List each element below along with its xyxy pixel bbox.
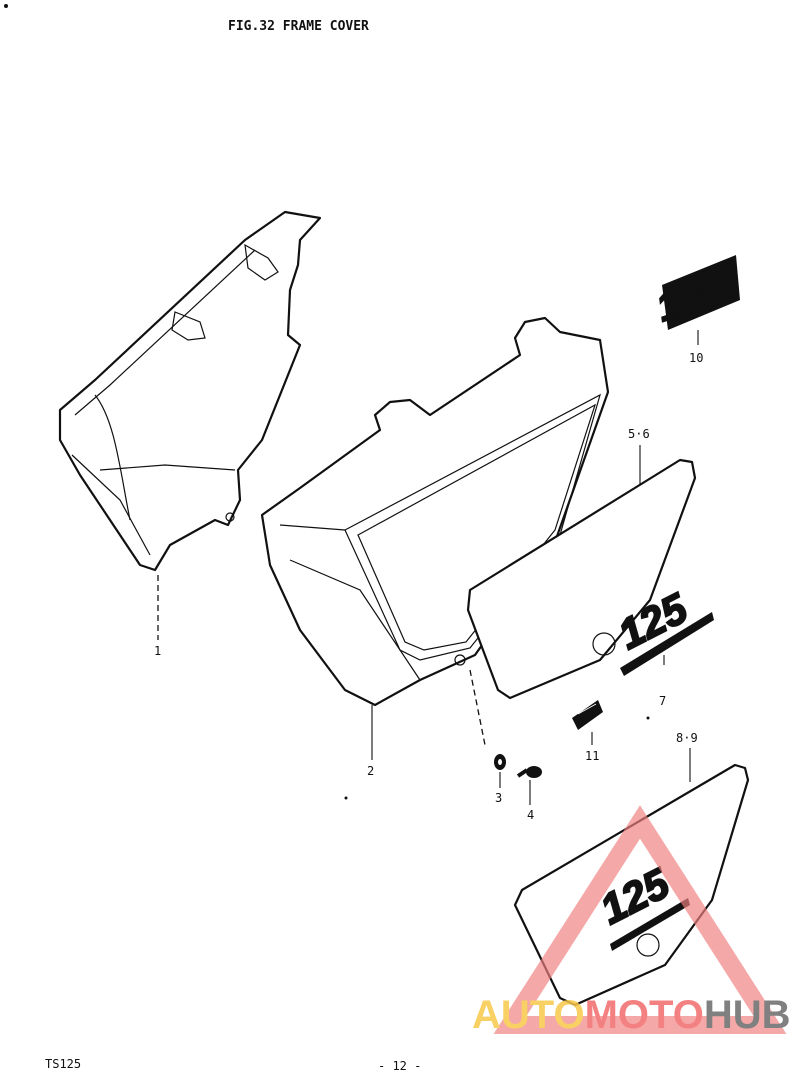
callout-3: 3	[495, 791, 502, 805]
part-10-decal: 125	[650, 255, 740, 331]
part-1-left-frame-cover	[58, 210, 322, 572]
part-2-frame-cover	[260, 316, 610, 707]
callout-2: 2	[367, 764, 374, 778]
watermark-word-moto: MOTO	[585, 993, 704, 1037]
part-4-screw	[516, 766, 542, 778]
watermark-word-hub: HUB	[704, 993, 791, 1037]
small-dot	[646, 716, 650, 720]
callout-10: 10	[689, 351, 703, 365]
watermark-text: AUTOMOTOHUB	[472, 993, 791, 1037]
footer-page-number: - 12 -	[378, 1059, 421, 1073]
part-11-reflector	[572, 700, 603, 730]
decal-10-text: 125	[651, 268, 729, 331]
watermark-triangle	[493, 805, 787, 1034]
callout-8-9: 8·9	[676, 731, 698, 745]
callout-7: 7	[659, 694, 666, 708]
watermark-word-auto: AUTO	[472, 993, 585, 1037]
callout-4: 4	[527, 808, 534, 822]
part-5-6-panel	[466, 458, 697, 700]
callout-5-6: 5·6	[628, 427, 650, 441]
callout-11: 11	[585, 749, 599, 763]
corner-mark	[4, 4, 8, 8]
stray-dot	[344, 796, 348, 800]
callout-1: 1	[154, 644, 161, 658]
figure-title: FIG.32 FRAME COVER	[228, 19, 369, 34]
footer-model: TS125	[45, 1057, 81, 1071]
part-3-grommet	[494, 754, 506, 770]
watermark-logo: AUTOMOTOHUB	[472, 805, 791, 1037]
